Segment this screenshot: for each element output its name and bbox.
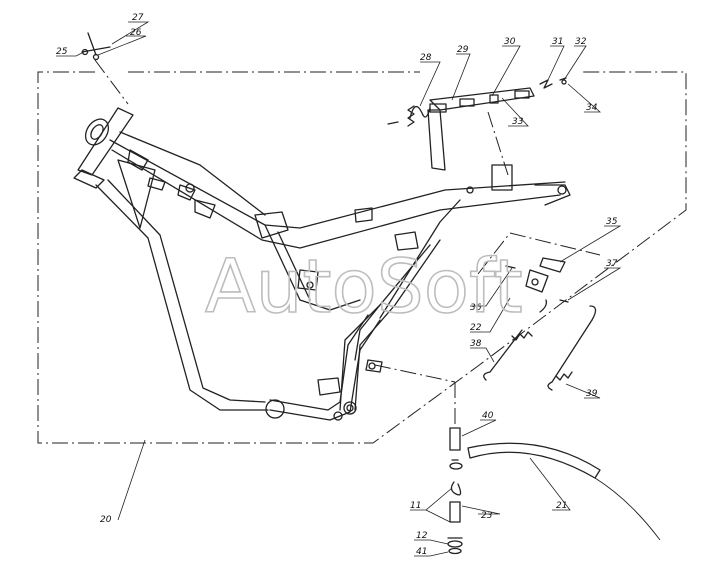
callout-38: 38	[470, 339, 482, 349]
callout-30: 30	[504, 37, 516, 47]
callout-39: 39	[586, 389, 598, 399]
callout-20: 20	[100, 515, 112, 525]
parts-35-39	[483, 257, 597, 391]
callout-29: 29	[457, 45, 469, 55]
callout-22: 22	[470, 323, 482, 333]
callout-31: 31	[552, 37, 563, 47]
callout-27: 27	[132, 13, 144, 23]
callout-12: 12	[416, 531, 428, 541]
parts-28-34	[387, 77, 567, 171]
watermark: AutoSoft	[205, 244, 523, 330]
callout-11: 11	[410, 501, 421, 511]
parts-bottom	[447, 427, 463, 555]
callout-25: 25	[56, 47, 68, 57]
callout-37: 37	[606, 259, 618, 269]
callout-36: 36	[470, 303, 482, 313]
callout-23: 23	[481, 511, 493, 521]
callout-26: 26	[130, 28, 142, 38]
callout-34: 34	[586, 103, 598, 113]
parts-25-27	[81, 32, 111, 61]
motorcycle-frame	[73, 107, 571, 421]
callout-41: 41	[416, 547, 427, 557]
callout-32: 32	[575, 37, 587, 47]
callout-33: 33	[512, 117, 524, 127]
callout-35: 35	[606, 217, 618, 227]
callout-labels: 20 21 22 23 25 26 27 28 29 30 31 32 33 3…	[56, 13, 618, 557]
fender-21	[467, 442, 661, 541]
callout-28: 28	[420, 53, 432, 63]
callout-21: 21	[556, 501, 567, 511]
leader-lines	[56, 21, 622, 557]
callout-40: 40	[482, 411, 494, 421]
assembly-boundary	[37, 59, 687, 444]
